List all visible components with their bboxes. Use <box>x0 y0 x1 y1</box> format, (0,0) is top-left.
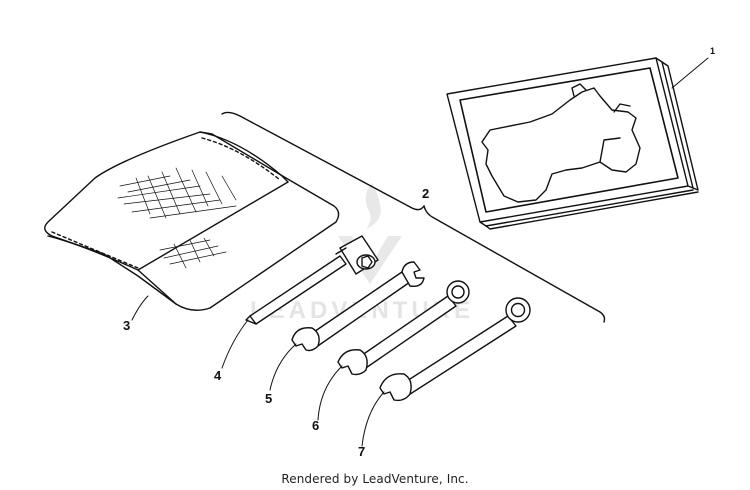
leader-1 <box>671 57 709 89</box>
leader-6 <box>317 365 343 421</box>
part-4-socket-wrench <box>245 235 379 325</box>
pouch-texture <box>117 167 237 269</box>
callout-1: 1 <box>710 46 715 56</box>
leader-3 <box>131 295 149 321</box>
callouts: 1 2 3 4 5 6 7 <box>123 46 715 459</box>
leader-lines <box>131 57 709 447</box>
leader-5 <box>269 343 297 391</box>
leader-4 <box>221 319 249 369</box>
part-2-bracket <box>221 111 606 323</box>
part-5-wrench <box>291 261 425 352</box>
render-credit: Rendered by LeadVenture, Inc. <box>281 472 469 486</box>
callout-5: 5 <box>265 391 272 406</box>
part-3-tool-pouch <box>44 131 340 311</box>
atv-silhouette <box>481 87 641 203</box>
callout-3: 3 <box>123 318 130 333</box>
part-1-owners-manual <box>446 57 699 230</box>
leader-7 <box>361 391 385 447</box>
part-6-wrench <box>337 280 470 376</box>
callout-7: 7 <box>358 444 365 459</box>
callout-2: 2 <box>422 186 429 201</box>
callout-4: 4 <box>214 368 222 383</box>
part-7-wrench <box>379 297 531 402</box>
callout-6: 6 <box>312 418 319 433</box>
